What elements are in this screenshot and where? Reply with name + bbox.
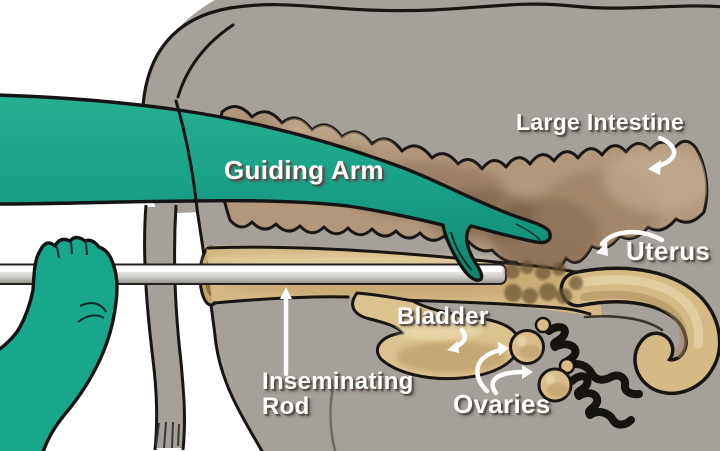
label-uterus: Uterus <box>626 236 711 266</box>
large-intestine-arrow <box>648 135 677 175</box>
rod-highlight <box>0 268 502 272</box>
cow-back-outline <box>141 2 720 108</box>
inseminating-rod <box>0 263 507 285</box>
label-bladder: Bladder <box>397 303 489 330</box>
tail-switch-hatching <box>155 421 180 449</box>
ovaries <box>509 316 576 403</box>
ovary-nodule <box>534 316 552 334</box>
guiding-arm <box>0 93 552 282</box>
annotation-arrows <box>280 135 677 396</box>
glove-knuckle-crease <box>515 223 542 243</box>
ovaries-arrow-lower <box>490 365 533 396</box>
glove-finger-crease <box>450 231 473 271</box>
fist-finger-creases <box>56 241 107 323</box>
uterus-bottom-outline-right <box>390 298 592 316</box>
label-ovaries: Ovaries <box>453 389 551 419</box>
oviduct-lower <box>568 372 635 429</box>
bladder-arrow <box>447 327 468 353</box>
technician-hand <box>0 235 119 451</box>
ovary-lower <box>537 357 576 403</box>
horn-fold-line <box>583 315 664 332</box>
label-inseminating-rod-line2: Rod <box>262 393 310 421</box>
hand-forearm-and-fist <box>0 235 119 451</box>
horn-fill <box>563 270 718 392</box>
guiding-arm-glove <box>0 93 552 282</box>
horn-shade <box>580 290 688 358</box>
ovaries-arrow-upper <box>475 342 509 394</box>
inseminating-rod-arrow <box>280 287 292 377</box>
uterine-horn <box>559 266 720 395</box>
uterus-bottom-outline-left <box>212 295 350 305</box>
body-entry-line <box>174 99 199 210</box>
ovary-highlight <box>545 374 555 384</box>
rump-crease <box>176 23 235 99</box>
tail-right-edge <box>173 204 186 451</box>
horn-highlight <box>575 275 704 349</box>
ovary-highlight <box>517 336 527 346</box>
tail-left-edge <box>143 204 159 451</box>
label-inseminating-rod-line1: Inseminating <box>262 368 414 395</box>
label-guiding-arm: Guiding Arm <box>224 155 384 185</box>
label-inseminating-rod: Inseminating Rod <box>262 369 414 420</box>
label-large-intestine: Large Intestine <box>516 109 685 135</box>
ovary-shade <box>519 345 541 359</box>
ovary-shade <box>547 383 569 397</box>
uterus-arrow <box>596 229 665 256</box>
ovary-upper <box>509 316 552 365</box>
uterus-caruncles <box>504 260 583 304</box>
far-leg-outline <box>329 386 337 451</box>
